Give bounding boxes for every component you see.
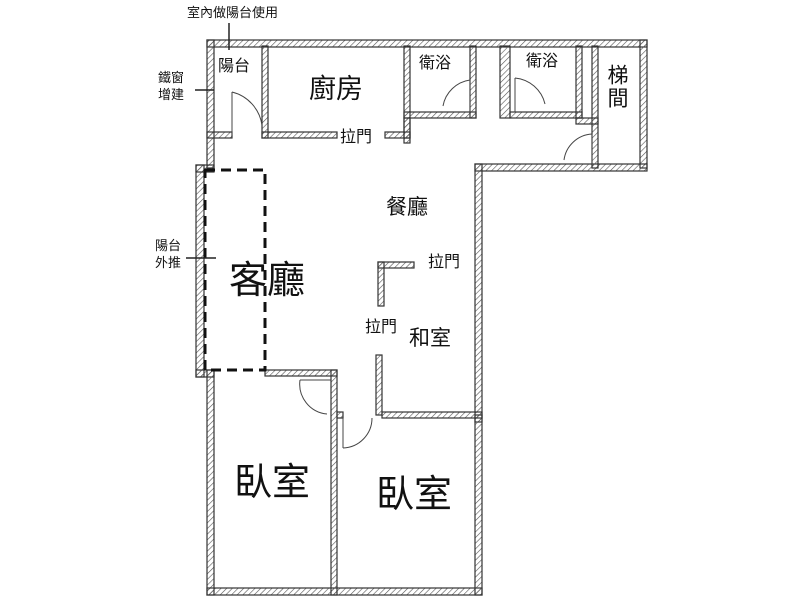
- note-balcony-pushed-line-2: 外推: [155, 254, 182, 270]
- room-label-living-room: 客廳: [229, 260, 306, 302]
- door-label-japanese-sliding: 拉門: [365, 319, 398, 336]
- note-indoor-balcony-use: 室內做陽台使用: [187, 5, 279, 20]
- interior-walls: [206, 45, 599, 596]
- room-label-bathroom-1: 衛浴: [419, 55, 452, 72]
- room-label-dining-room: 餐廳: [386, 195, 428, 219]
- note-balcony-pushed-line-1: 陽台: [155, 238, 182, 253]
- door-label-dining-sliding: 拉門: [428, 254, 461, 271]
- note-iron-window-line-2: 增建: [158, 86, 185, 102]
- pushed-out-balcony-outline: [203, 168, 267, 372]
- room-label-bedroom-2: 臥室: [376, 474, 453, 516]
- note-iron-window-line-1: 鐵窗: [158, 70, 185, 85]
- note-iron-window-addition: 鐵窗 增建: [158, 70, 184, 104]
- room-label-bathroom-2: 衛浴: [526, 53, 559, 70]
- room-label-bedroom-1: 臥室: [234, 462, 311, 504]
- room-label-kitchen: 廚房: [309, 74, 363, 104]
- door-label-kitchen-sliding: 拉門: [340, 129, 373, 146]
- note-balcony-pushed-out: 陽台 外推: [155, 238, 181, 272]
- room-label-japanese-room: 和室: [409, 326, 451, 350]
- room-label-balcony: 陽台: [218, 58, 251, 75]
- doors: [231, 77, 593, 449]
- room-label-stairwell: 梯間: [605, 64, 629, 110]
